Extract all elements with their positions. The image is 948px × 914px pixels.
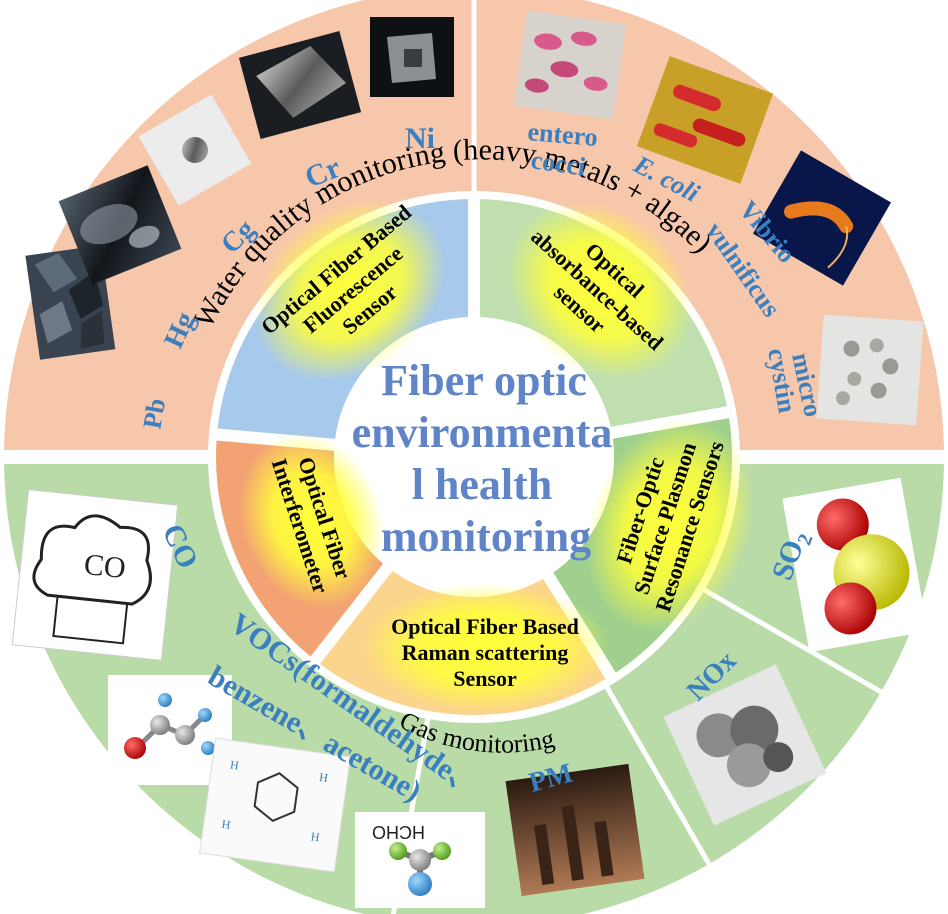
svg-text:monitoring: monitoring: [381, 512, 591, 561]
hcho-label: HCHO: [372, 822, 425, 842]
nox-smoke-image: [663, 664, 827, 826]
microcystin-image: [816, 314, 924, 426]
svg-text:Raman scattering: Raman scattering: [402, 640, 569, 665]
svg-text:H: H: [221, 817, 232, 832]
sector-divider-4: [306, 562, 394, 669]
sector-glows: [239, 198, 755, 713]
center-disk: [334, 317, 614, 597]
sector-spr-label: Fiber-Optic Surface Plasmon Resonance Se…: [611, 437, 729, 614]
ring-divider-gas-a: [602, 682, 717, 874]
so2-molecule-image: [782, 477, 928, 653]
pm-factory-image: [505, 763, 645, 897]
svg-text:H: H: [310, 829, 321, 844]
svg-text:H: H: [229, 757, 240, 772]
cadmium-image: [138, 94, 252, 206]
enterococci-image: [513, 10, 627, 120]
label-ni: Ni: [405, 122, 435, 155]
mercury-image: [58, 165, 182, 285]
label-pb: Pb: [137, 396, 171, 431]
svg-text:environmenta: environmenta: [352, 408, 613, 457]
svg-text:H: H: [318, 770, 329, 785]
vibrio-image: [752, 150, 892, 286]
svg-text:Sensor: Sensor: [453, 666, 517, 691]
sector-raman-label: Optical Fiber Based Raman scattering Sen…: [391, 614, 579, 691]
label-enterococci-line1: entero: [526, 117, 599, 152]
svg-text:Optical Fiber Based: Optical Fiber Based: [391, 614, 579, 639]
nickel-image: [370, 17, 454, 97]
image-tiles: CO H H H H HCHO: [11, 10, 928, 908]
benzene-structure-image: H H H H: [199, 737, 351, 873]
ring-divider-gas-b: [699, 585, 891, 700]
svg-text:Fiber optic: Fiber optic: [381, 356, 587, 405]
ecoli-image: [636, 56, 774, 184]
svg-text:CO: CO: [82, 548, 127, 585]
chromium-image: [238, 30, 362, 140]
co-cloud-image: CO: [11, 489, 179, 661]
svg-text:l health: l health: [412, 460, 553, 509]
hcho-image: HCHO: [355, 812, 485, 908]
center-title: Fiber optic environmenta l health monito…: [352, 356, 613, 561]
